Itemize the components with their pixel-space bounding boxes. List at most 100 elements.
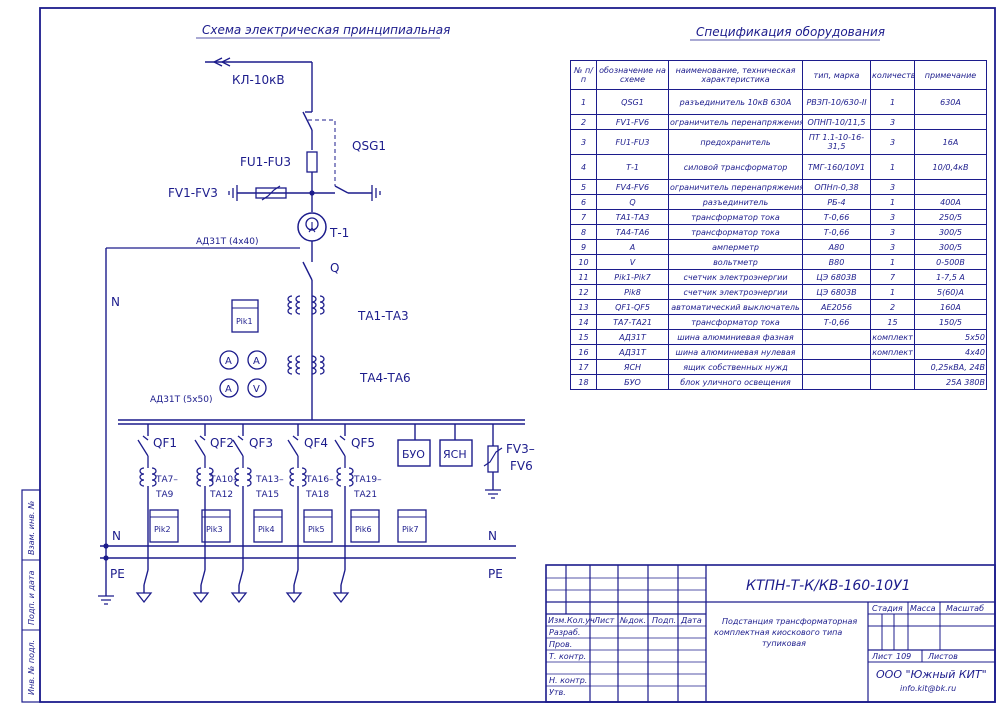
spec-title: Спецификация оборудования xyxy=(696,25,885,39)
ta-label: ТА7– xyxy=(155,475,178,485)
sheet-border xyxy=(39,7,996,703)
yasn-box xyxy=(439,439,473,467)
spec-cell: ТМГ-160/10У1 xyxy=(802,154,871,180)
spec-cell: 17 xyxy=(570,359,597,375)
transformer-label: Т-1 xyxy=(329,226,349,240)
spec-cell: 3 xyxy=(870,209,915,225)
yasn-label: ЯСН xyxy=(443,448,467,461)
spec-col-header: наименование, техническая характеристика xyxy=(668,60,803,90)
spec-cell: 0-500В xyxy=(914,254,987,270)
spec-col-header: тип, марка xyxy=(802,60,871,90)
qf-label: QF1 xyxy=(153,436,177,450)
spec-cell xyxy=(870,374,915,390)
spec-cell: 1 xyxy=(870,194,915,210)
cable-label: КЛ-10кВ xyxy=(232,73,285,87)
n-right-label: N xyxy=(488,529,497,543)
spec-cell: 7 xyxy=(570,209,597,225)
spec-cell: блок уличного освещения xyxy=(668,374,803,390)
ta46-label: ТА4-ТА6 xyxy=(359,371,411,385)
spec-cell: ящик собственных нужд xyxy=(668,359,803,375)
ta-label: ТА21 xyxy=(353,490,377,500)
tb-col-head: Дата xyxy=(680,616,702,625)
spec-cell: 7 xyxy=(870,269,915,285)
spec-cell: ОПНп-0,38 xyxy=(802,179,871,195)
spec-cell: Pik1-Pik7 xyxy=(596,269,669,285)
spec-cell: 8 xyxy=(570,224,597,240)
ammeter-letter: A xyxy=(225,356,232,367)
spec-cell: 2 xyxy=(570,114,597,130)
spec-cell: Pik8 xyxy=(596,284,669,300)
spec-cell: 15 xyxy=(570,329,597,345)
spec-cell: FU1-FU3 xyxy=(596,129,669,155)
spec-cell: комплект xyxy=(870,329,915,345)
side-label: Инв. № подл. xyxy=(27,640,36,695)
tb-col-head: Подп. xyxy=(652,616,676,625)
title-block: КТПН-Т-К/КВ-160-10У1 Изм. Кол.уч Лист №д… xyxy=(545,564,996,703)
qsg-label: QSG1 xyxy=(352,139,386,153)
tb-col-head: Изм. xyxy=(548,616,567,625)
schema-title: Схема электрическая принципиальная xyxy=(202,23,450,37)
arrester-icon xyxy=(255,187,287,199)
byo-label: БУО xyxy=(402,448,425,461)
ad-bus-label: АД31Т (5х50) xyxy=(150,395,213,405)
feeders xyxy=(136,424,354,603)
spec-cell: 1 xyxy=(870,284,915,300)
spec-cell: Т-0,66 xyxy=(802,314,871,330)
ta13-label: ТА1-ТА3 xyxy=(357,309,409,323)
spec-cell: разъединитель 10кВ 630А xyxy=(668,89,803,115)
pe-right-label: PE xyxy=(488,567,503,581)
tb-role: Н. контр. xyxy=(549,676,587,685)
spec-cell: трансформатор тока xyxy=(668,224,803,240)
spec-cell: А80 xyxy=(802,239,871,255)
spec-cell xyxy=(802,359,871,375)
qf-label: QF5 xyxy=(351,436,375,450)
spec-cell: автоматический выключатель xyxy=(668,299,803,315)
spec-cell: 4х40 xyxy=(914,344,987,360)
side-label: Подп. и дата xyxy=(27,570,36,625)
tb-email: info.kit@bk.ru xyxy=(900,684,956,693)
pe-left-label: PE xyxy=(110,567,125,581)
spec-cell: В80 xyxy=(802,254,871,270)
ground-icon xyxy=(228,185,238,201)
meter-box xyxy=(149,509,179,543)
spec-cell: вольтметр xyxy=(668,254,803,270)
drawing-code: КТПН-Т-К/КВ-160-10У1 xyxy=(746,578,910,594)
arrester-label: FV1-FV3 xyxy=(168,186,218,200)
spec-cell: 0,25кВА, 24В xyxy=(914,359,987,375)
spec-cell: ЦЭ 6803В xyxy=(802,284,871,300)
pik-label: Pik7 xyxy=(402,525,419,534)
spec-cell: QF1-QF5 xyxy=(596,299,669,315)
n-left-label: N xyxy=(112,529,121,543)
spec-cell: 3 xyxy=(870,239,915,255)
ta-label: ТА9 xyxy=(155,490,174,500)
spec-cell: шина алюминиевая нулевая xyxy=(668,344,803,360)
spec-cell: разъединитель xyxy=(668,194,803,210)
spec-cell xyxy=(802,329,871,345)
spec-cell: 1 xyxy=(570,89,597,115)
spec-cell: 11 xyxy=(570,269,597,285)
tb-role: Разраб. xyxy=(549,628,580,637)
side-strip xyxy=(21,489,41,703)
spec-cell: Т-1 xyxy=(596,154,669,180)
spec-cell: РБ-4 xyxy=(802,194,871,210)
spec-cell: 18 xyxy=(570,374,597,390)
pik-label: Pik5 xyxy=(308,525,325,534)
fuse-icon xyxy=(306,151,318,173)
meter-pik1 xyxy=(231,299,259,333)
spec-cell: 14 xyxy=(570,314,597,330)
spec-cell xyxy=(802,374,871,390)
spec-cell: силовой трансформатор xyxy=(668,154,803,180)
ground-icon xyxy=(485,489,501,499)
spec-cell: 150/5 xyxy=(914,314,987,330)
neutral-top-label: N xyxy=(111,295,120,309)
